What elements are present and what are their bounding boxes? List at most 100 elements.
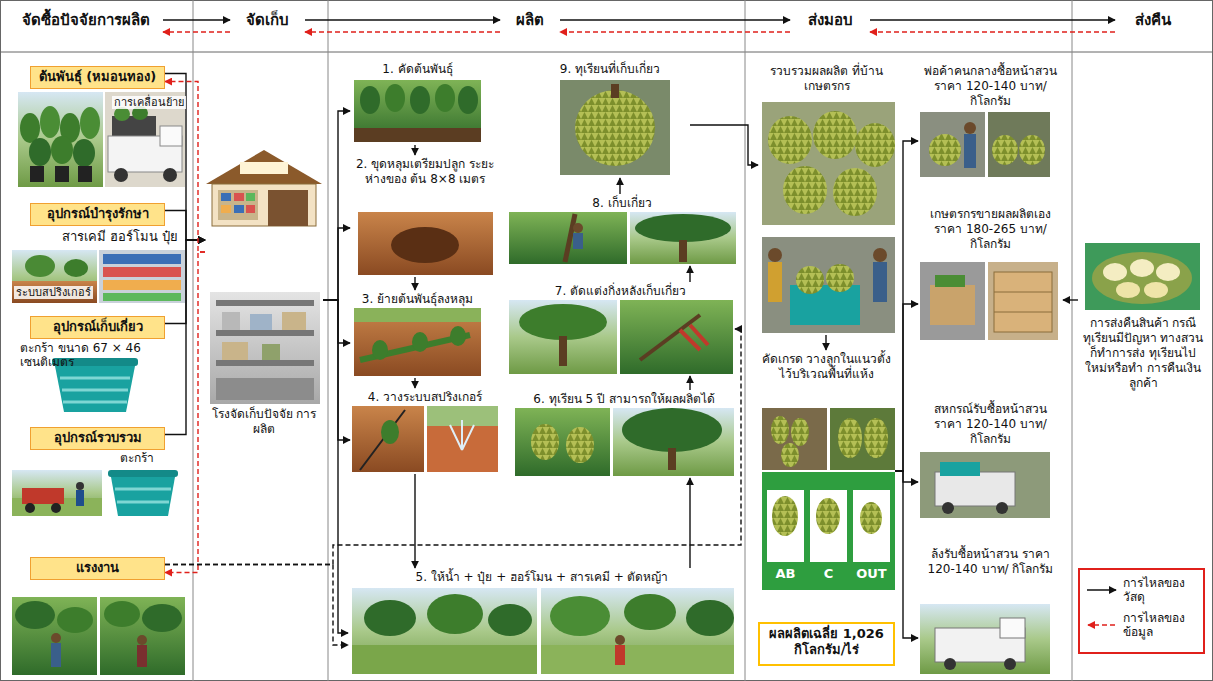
storage-shed-photo-part: [210, 292, 320, 404]
step8-photo-part: [573, 233, 583, 249]
node-text: ล้งรับซื้อหน้าสวน ราคา 120-140 บาท/ กิโล…: [921, 547, 1060, 577]
middleman-photo-part: [988, 112, 1050, 177]
step1-photo-part: [354, 128, 481, 142]
node-text: อุปกรณ์เก็บเกี่ยว: [34, 319, 161, 335]
material-flow-arrow: [895, 141, 918, 471]
step6-photo-part: [566, 427, 594, 463]
lhong-photo-part: [1004, 658, 1016, 670]
stage-header: ส่งมอบ: [790, 9, 870, 43]
page-frame-part: [745, 0, 746, 681]
labor-photo-part: [51, 633, 61, 643]
material-flow-arrow: [414, 378, 415, 388]
stage-header: จัดเก็บ: [230, 9, 305, 43]
material-flow-arrow: [165, 240, 205, 435]
process-step: 4. วางระบบสปริงเกอร์: [350, 388, 500, 474]
middleman-photo-part: [992, 135, 1018, 165]
node-text: การส่งคืนสินค้า กรณีทุเรียนมีปัญหา ทางสว…: [1081, 316, 1205, 391]
lhong-photo: [920, 604, 1050, 674]
step5-photo-part: [541, 645, 734, 674]
process-step: 9. ทุเรียนที่เก็บเกี่ยว: [530, 60, 690, 178]
node-text: สหกรณ์รับซื้อหน้าสวน ราคา 120-140 บาท/ ก…: [921, 402, 1060, 447]
stage-header: ผลิต: [500, 9, 560, 43]
supplies-photo-part: [103, 280, 181, 290]
material-flow-arrow: [414, 474, 415, 568]
seedling-photo-part: [51, 136, 73, 164]
step3-photo-part: [412, 332, 428, 352]
middleman-photo-part: [1019, 135, 1045, 165]
process-step: 6. ทุเรียน 5 ปี สามารถให้ผลผลิตได้: [512, 390, 736, 478]
step5-photo-part: [624, 594, 676, 630]
collect-photo-part: [768, 116, 812, 164]
coop-photo-part: [940, 462, 980, 476]
material-flow-arrow: [323, 111, 350, 300]
collect-photo-part: [790, 285, 860, 325]
middleman-photo-part: [964, 134, 976, 168]
material-flow-arrow: [165, 565, 348, 646]
step3-photo-part: [354, 308, 481, 322]
process-step: ล้งรับซื้อหน้าสวน ราคา 120-140 บาท/ กิโล…: [918, 545, 1063, 676]
step6-photo: [515, 408, 734, 476]
legend-line: [1088, 624, 1115, 626]
farmer-sale-photo: [920, 262, 1058, 340]
seedling-photo-part: [29, 138, 51, 166]
field-photo-part: [12, 250, 97, 303]
grade-photo: [762, 408, 895, 470]
material-flow-arrow: [1063, 299, 1078, 300]
input-box: อุปกรณ์รวบรวม: [30, 427, 165, 450]
storage-house-part: [234, 205, 244, 213]
coop-photo-part: [920, 452, 1050, 518]
returned-durian-photo-part: [1144, 282, 1168, 298]
collect-photo-part: [826, 264, 854, 292]
step5-photo-part: [615, 645, 625, 665]
material-flow-arrow: [870, 19, 1115, 20]
material-flow-arrow: [895, 471, 918, 482]
storage-shed-photo-part: [216, 300, 314, 306]
information-flow-arrow: [870, 31, 1115, 32]
step7-photo-part: [559, 336, 567, 366]
farmer-sale-photo-part: [930, 285, 975, 325]
input-box: อุปกรณ์เก็บเกี่ยว: [30, 316, 165, 339]
step4-photo-part: [360, 410, 405, 470]
step8-photo-part: [635, 214, 731, 242]
step8-photo: [509, 212, 736, 264]
seedling-photo: [18, 92, 103, 187]
node-text: 7. ตัดแต่งกิ่งหลังเก็บเกี่ยว: [509, 284, 732, 299]
process-step: คัดเกรด วางลูกในแนวตั้ง ไว้บริเวณพื้นที่…: [758, 350, 895, 592]
seedling-photo-part: [40, 106, 60, 138]
step5-photo-part: [541, 588, 734, 674]
figure-label: การเคลื่อนย้าย: [112, 96, 186, 109]
information-flow-arrow: [305, 31, 500, 32]
material-flow-arrow: [414, 145, 415, 155]
storage-shed-photo-part: [216, 378, 314, 400]
step8-photo-part: [573, 223, 583, 233]
coop-photo: [920, 452, 1050, 518]
step6-photo-part: [613, 408, 734, 476]
supplies-photo-part: [103, 267, 181, 277]
step9-photo-part: [575, 90, 655, 166]
seedling-photo-part: [20, 113, 40, 143]
storage-shed-photo-part: [216, 360, 314, 366]
collect-photo-part: [833, 168, 877, 216]
step5-photo-part: [352, 588, 537, 674]
figure-label: C: [810, 566, 847, 582]
node-text: อุปกรณ์รวบรวม: [34, 430, 161, 446]
storage-house-part: [221, 193, 231, 201]
storage-house-part: [268, 190, 308, 226]
step7-photo-part: [519, 304, 607, 340]
labor-photo-part: [51, 643, 61, 667]
collect-photo: [762, 102, 895, 333]
grade-photo-part: [771, 416, 789, 444]
step3-photo-part: [372, 340, 388, 360]
figure-label: ตะกร้า ขนาด 67 × 46 เซนติเมตร: [20, 341, 190, 370]
input-box: ต้นพันธุ์ (หมอนทอง): [30, 66, 165, 89]
storage-house-part: [221, 205, 231, 213]
labor-photo-part: [137, 645, 147, 667]
collect-photo-part: [813, 111, 857, 159]
storage-shed-photo-part: [222, 312, 240, 330]
node-text: อุปกรณ์บำรุงรักษา: [34, 206, 161, 222]
field-photo-part: [12, 281, 97, 303]
farmer-sale-photo-part: [935, 275, 965, 287]
process-step: 5. ให้น้ำ + ปุ๋ย + ฮอร์โมน + สารเคมี + ต…: [348, 568, 736, 676]
material-flow-arrow: [165, 240, 205, 324]
seedling-photo-part: [55, 166, 69, 182]
